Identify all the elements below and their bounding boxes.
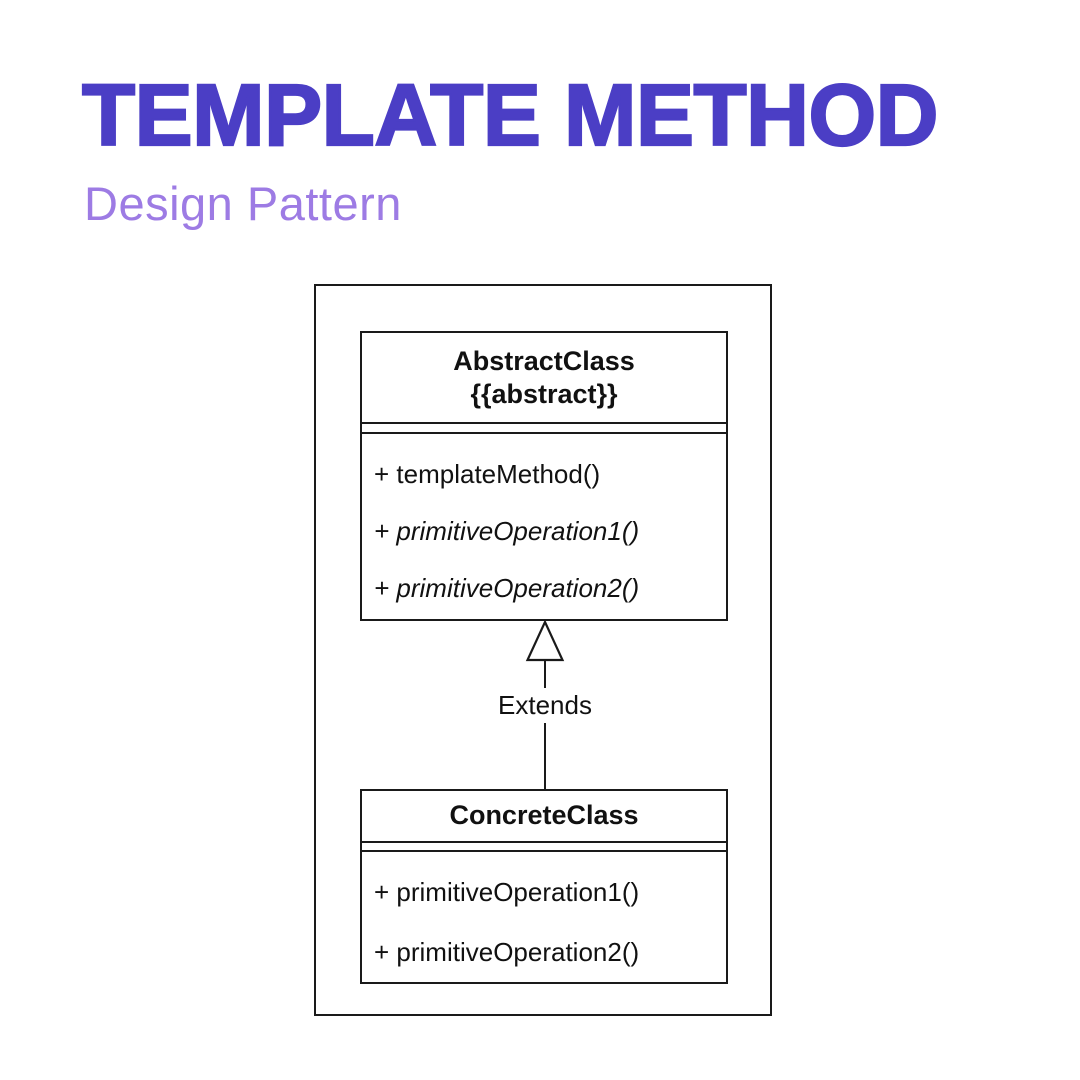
page-subtitle: Design Pattern [84, 177, 402, 230]
uml-class-abstractclass: AbstractClass {{abstract}} + templateMet… [360, 331, 728, 621]
generalization-triangle-icon [525, 620, 565, 662]
abstractclass-method-templatemethod: + templateMethod() [374, 459, 601, 489]
generalization-line [544, 660, 546, 790]
uml-diagram-frame: AbstractClass {{abstract}} + templateMet… [314, 284, 772, 1016]
abstractclass-method-primitiveoperation2: + primitiveOperation2() [374, 573, 640, 603]
extends-label: Extends [491, 688, 599, 723]
abstractclass-attributes-compartment [362, 424, 726, 434]
uml-class-concreteclass: ConcreteClass + primitiveOperation1() + … [360, 789, 728, 984]
concreteclass-method-primitiveoperation1: + primitiveOperation1() [374, 877, 640, 907]
abstractclass-methods-compartment: + templateMethod() + primitiveOperation1… [362, 434, 726, 619]
concreteclass-method-primitiveoperation2: + primitiveOperation2() [374, 937, 640, 967]
abstractclass-name: AbstractClass [453, 345, 635, 376]
abstractclass-name-compartment: AbstractClass {{abstract}} [362, 333, 726, 424]
abstractclass-stereotype: {{abstract}} [470, 378, 618, 409]
concreteclass-methods-compartment: + primitiveOperation1() + primitiveOpera… [362, 852, 726, 982]
abstractclass-method-primitiveoperation1: + primitiveOperation1() [374, 516, 640, 546]
concreteclass-attributes-compartment [362, 843, 726, 852]
page-title: TEMPLATE METHOD [81, 67, 940, 164]
concreteclass-name: ConcreteClass [449, 800, 639, 831]
concreteclass-name-compartment: ConcreteClass [362, 791, 726, 843]
